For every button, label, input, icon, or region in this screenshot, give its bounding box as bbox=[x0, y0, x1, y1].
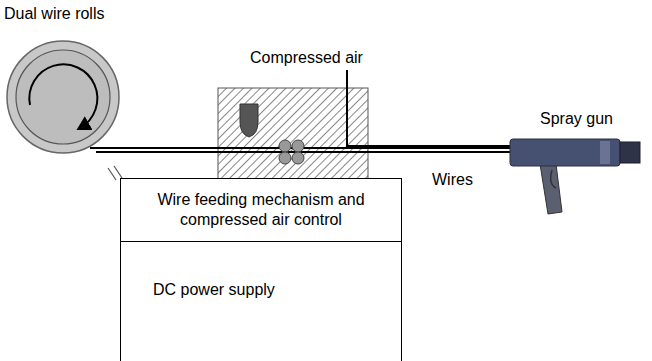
wire-roll bbox=[7, 41, 119, 153]
feed-roller bbox=[279, 140, 291, 152]
gun-handle bbox=[540, 164, 562, 214]
rotation-arrow bbox=[29, 64, 97, 128]
wire-guide bbox=[240, 104, 258, 137]
feed-roller bbox=[292, 152, 304, 164]
feed-roller bbox=[292, 140, 304, 152]
gun-nozzle bbox=[620, 142, 640, 163]
part-label: Dual wire rolls bbox=[4, 4, 104, 23]
wire-coil bbox=[16, 50, 110, 144]
gun-trigger bbox=[551, 170, 556, 188]
gun-band bbox=[600, 141, 610, 164]
part-label: Wires bbox=[432, 170, 473, 189]
part-label: Spray gun bbox=[540, 109, 613, 128]
control-box: Wire feeding mechanism and compressed ai… bbox=[120, 178, 402, 242]
air-line bbox=[347, 70, 512, 146]
power-supply-box: DC power supply bbox=[120, 241, 402, 361]
box-text: Wire feeding mechanism and compressed ai… bbox=[131, 190, 391, 230]
gun-body bbox=[510, 139, 620, 166]
feed-roller bbox=[279, 152, 291, 164]
wire bbox=[96, 151, 512, 153]
box-text: DC power supply bbox=[153, 280, 369, 300]
part-label: Compressed air bbox=[250, 48, 363, 67]
